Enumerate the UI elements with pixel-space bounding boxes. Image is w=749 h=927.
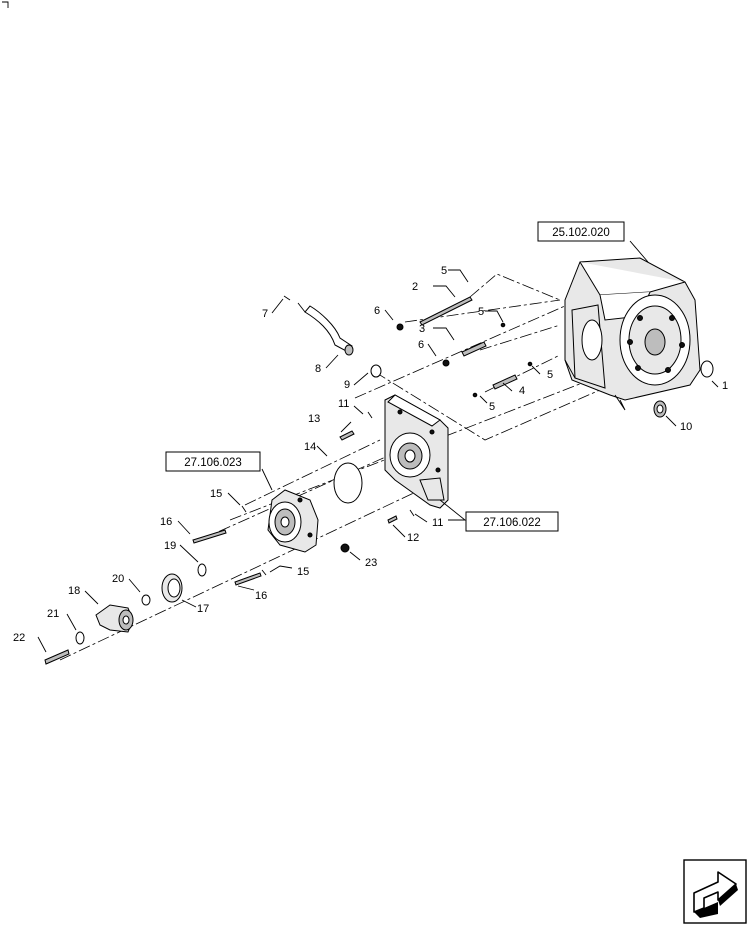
- stud-4: [492, 374, 518, 390]
- reference-pump-right-label[interactable]: 27.106.022: [483, 517, 541, 529]
- plug-23: [340, 543, 350, 553]
- seal-17: [161, 573, 183, 603]
- seal-10: [653, 400, 667, 418]
- o-ring-9: [370, 364, 382, 378]
- callout-13: 13: [308, 413, 320, 425]
- callout-5c: 5: [547, 369, 553, 381]
- callout-10: 10: [680, 421, 692, 433]
- callout-2: 2: [412, 281, 418, 293]
- callout-19: 19: [164, 540, 176, 552]
- callout-12: 12: [407, 532, 419, 544]
- pin-15b: [261, 569, 267, 576]
- callout-23: 23: [365, 557, 377, 569]
- reference-housing-label[interactable]: 25.102.020: [552, 227, 610, 239]
- callout-15b: 15: [297, 566, 309, 578]
- washer-20: [141, 594, 151, 606]
- o-ring-1: [700, 360, 714, 378]
- leader-lines: [37, 240, 719, 653]
- callout-labels: 1 2 3 4 5 5 5 5 6 6 7 8 9 10 11 11 12 13…: [13, 265, 728, 644]
- stud-3: [461, 341, 487, 357]
- callout-21: 21: [47, 608, 59, 620]
- bolt-16b: [234, 572, 262, 586]
- pump-27-106-023: [267, 489, 319, 553]
- bolt-13: [339, 430, 355, 441]
- callout-8: 8: [315, 363, 321, 375]
- callout-9: 9: [344, 379, 350, 391]
- pin-5a: [500, 322, 506, 328]
- bolt-12: [387, 515, 398, 524]
- callout-7: 7: [262, 308, 268, 320]
- callout-6b: 6: [418, 339, 424, 351]
- yoke-18: [95, 604, 134, 633]
- reference-pump-left-label[interactable]: 27.106.023: [184, 457, 242, 469]
- callout-11a: 11: [338, 398, 349, 410]
- transmission-housing: [564, 257, 701, 411]
- callout-5a: 5: [441, 265, 447, 277]
- callout-1: 1: [722, 380, 728, 392]
- next-page-arrow-icon[interactable]: [683, 859, 747, 924]
- callout-15a: 15: [210, 488, 222, 500]
- callout-11b: 11: [432, 517, 443, 529]
- callout-5d: 5: [489, 401, 495, 413]
- callout-14: 14: [304, 441, 316, 453]
- pin-11b: [409, 509, 415, 517]
- stud-2: [419, 296, 473, 326]
- pump-cover-27-106-022: [384, 394, 449, 509]
- washer-21: [75, 631, 85, 645]
- reference-box-housing[interactable]: 25.102.020: [537, 221, 625, 242]
- pin-11a: [367, 411, 373, 419]
- bolt-16a: [192, 529, 227, 544]
- callout-3: 3: [419, 323, 425, 335]
- reference-box-pump-left[interactable]: 27.106.023: [165, 451, 261, 472]
- pin-5b: [527, 361, 533, 367]
- callout-18: 18: [68, 585, 80, 597]
- callout-17: 17: [197, 603, 209, 615]
- hose-8: [297, 302, 354, 356]
- bolt-22: [44, 649, 70, 665]
- callout-5b: 5: [478, 306, 484, 318]
- o-ring-14: [333, 462, 363, 504]
- nut-6a: [396, 323, 404, 331]
- callout-4: 4: [519, 385, 525, 397]
- pin-15a: [241, 505, 247, 513]
- callout-16b: 16: [255, 590, 267, 602]
- reference-box-pump-right[interactable]: 27.106.022: [465, 511, 559, 532]
- clip-7: [283, 295, 291, 301]
- pin-5c: [472, 392, 478, 398]
- callout-22: 22: [13, 632, 25, 644]
- callout-6a: 6: [374, 305, 380, 317]
- callout-16a: 16: [160, 516, 172, 528]
- nut-6b: [442, 359, 450, 367]
- callout-20: 20: [112, 573, 124, 585]
- corner-mark: [2, 1, 9, 8]
- snap-ring-19: [197, 563, 207, 577]
